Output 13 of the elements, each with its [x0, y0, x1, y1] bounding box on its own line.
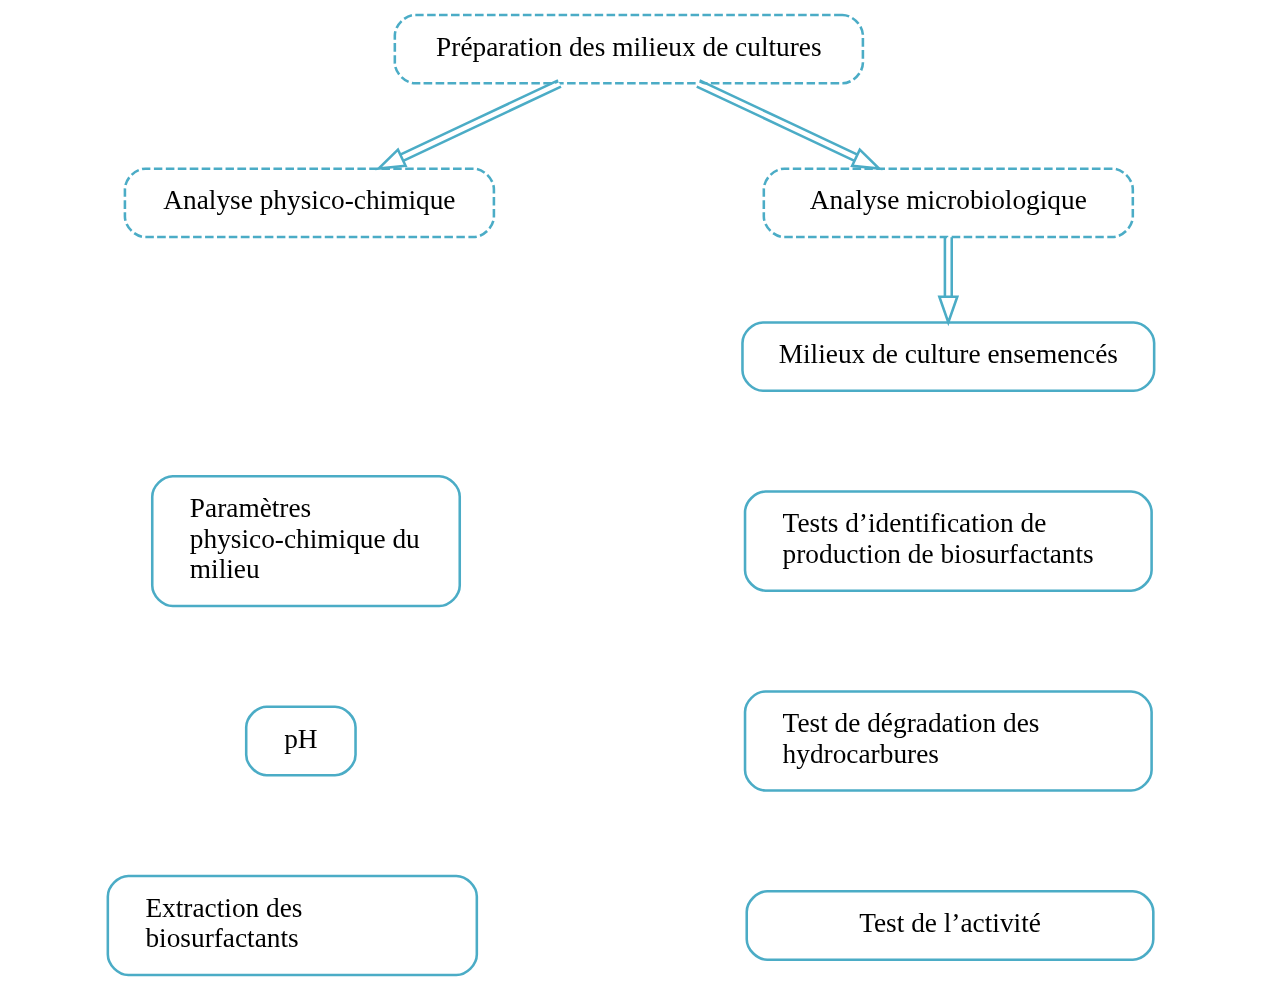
node-box: pH: [244, 705, 357, 777]
node-box: Analyse microbiologique: [762, 167, 1135, 239]
node-box: Tests d’identification de production de biosurfactants: [743, 490, 1153, 592]
node-box: Préparation des milieux de cultures: [393, 13, 865, 85]
node-box: Test de dégradation des hydrocarbures: [743, 690, 1153, 792]
node-box: Extraction des biosurfactants: [106, 874, 479, 977]
arrow: [696, 79, 883, 171]
node-box: Analyse physico-chimique: [123, 167, 496, 239]
arrow: [375, 79, 562, 171]
node-box: Paramètres physico-chimique du milieu: [150, 474, 461, 608]
arrow: [937, 237, 960, 327]
node-box: Test de l’activité: [745, 890, 1155, 961]
node-box: Milieux de culture ensemencés: [741, 321, 1156, 393]
